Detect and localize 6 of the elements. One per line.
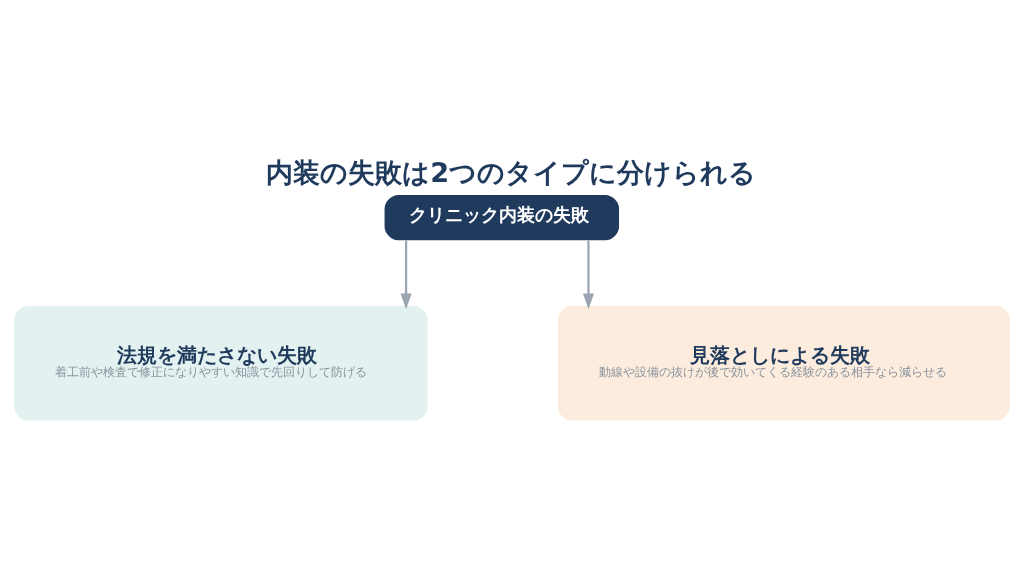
arrow bbox=[582, 239, 595, 309]
node-box: 見落としによる失敗 動線や設備の抜けが後で効いてくる経験のある相手なら減らせる bbox=[557, 305, 1010, 420]
node-box: 法規を満たさない失敗 着工前や検査で修正になりやすい知識で先回りして防げる bbox=[14, 305, 428, 420]
node-box: クリニック内装の失敗 bbox=[384, 194, 620, 240]
diagram-title: 内装の失敗は2つのタイプに分けられる bbox=[266, 156, 757, 188]
arrow bbox=[400, 239, 412, 309]
